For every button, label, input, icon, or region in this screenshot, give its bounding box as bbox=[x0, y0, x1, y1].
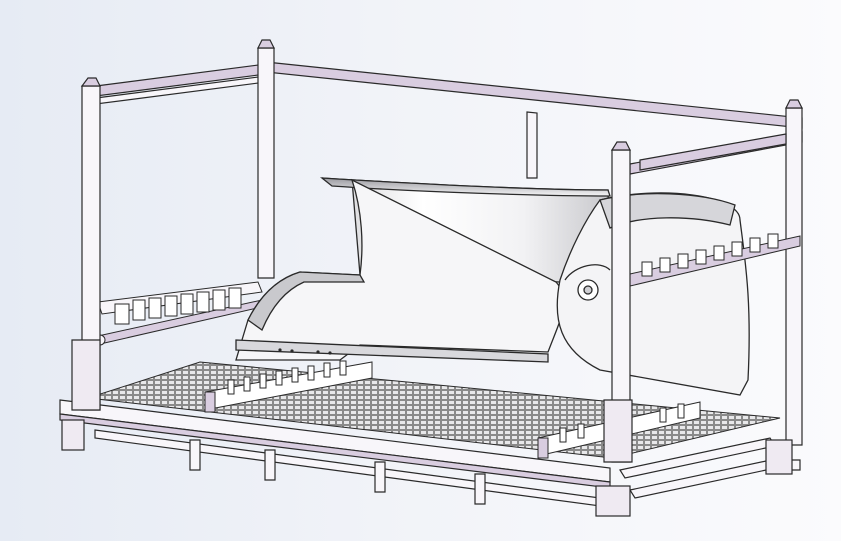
base-frame bbox=[59, 399, 801, 517]
bumper-part bbox=[235, 177, 750, 396]
front-frame bbox=[71, 77, 787, 463]
front-comb-left bbox=[204, 360, 373, 413]
right-comb-support bbox=[629, 233, 801, 287]
back-frame bbox=[95, 39, 803, 446]
left-comb-support bbox=[94, 281, 267, 346]
